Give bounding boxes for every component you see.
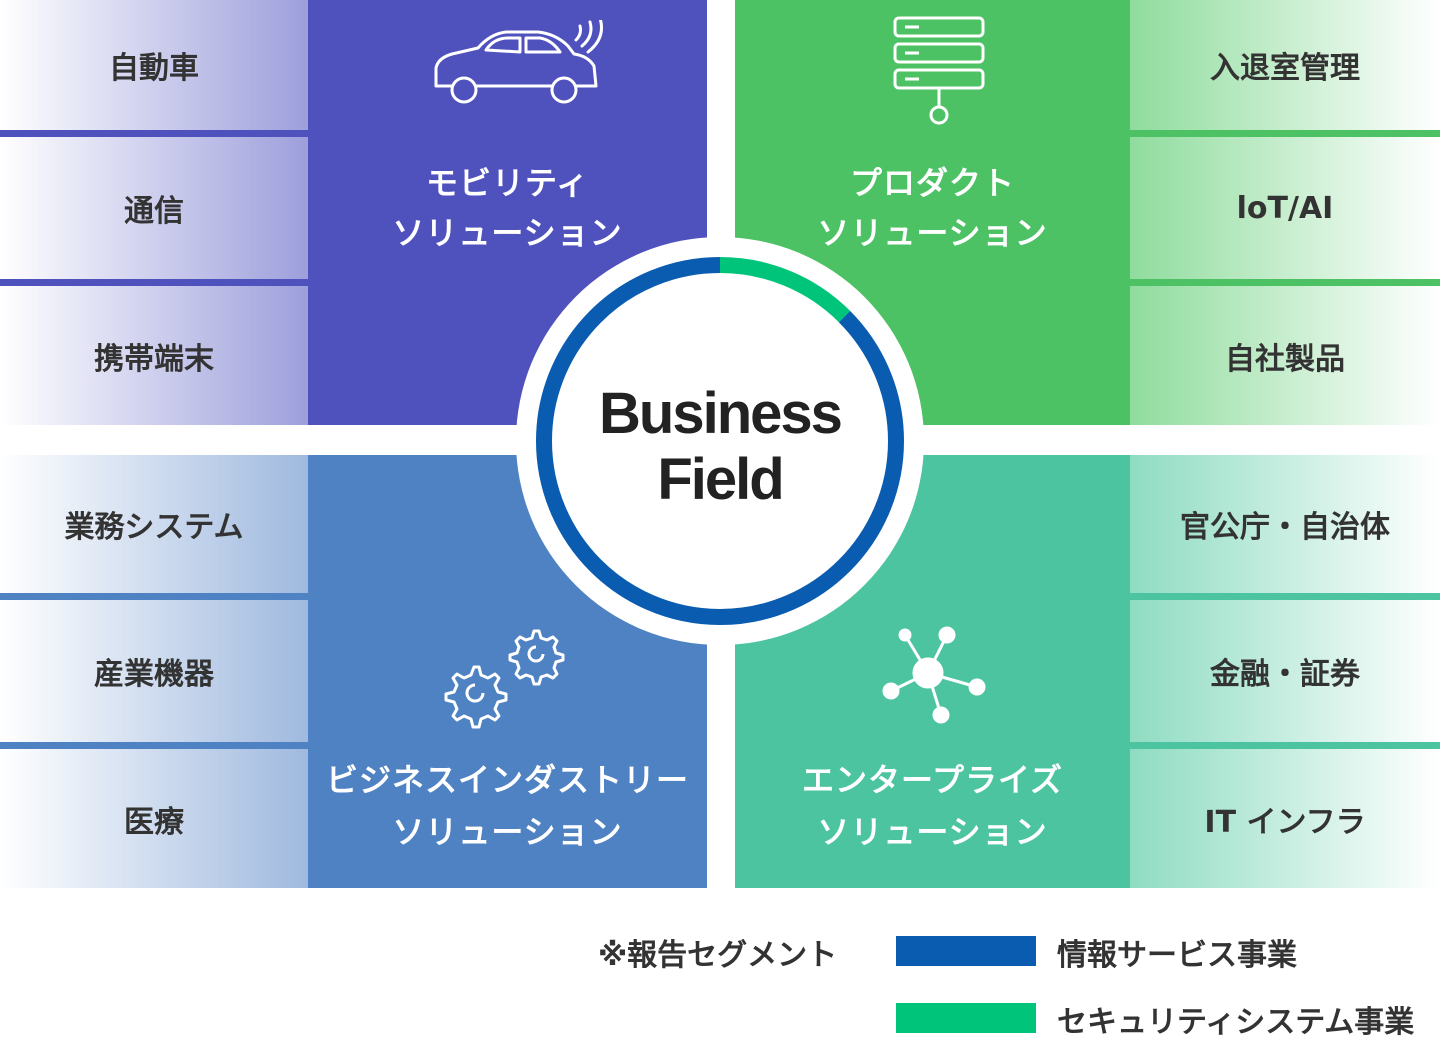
network-icon (882, 626, 986, 724)
industry-item-government: 官公庁・自治体 (1130, 455, 1440, 600)
industry-item-automobile: 自動車 (0, 0, 308, 137)
center-title-line2: Field (657, 447, 782, 512)
legend-label-info-service: 情報サービス事業 (1057, 938, 1297, 973)
legend-note: ※報告セグメント (598, 938, 838, 973)
center-title-line1: Business (599, 381, 841, 446)
business-field-ring: Business Field (516, 237, 924, 645)
industry-item-access-control: 入退室管理 (1130, 0, 1440, 137)
server-icon (893, 16, 985, 125)
legend-swatch-info-service (896, 936, 1036, 966)
industry-item-iot-ai: loT/AI (1130, 137, 1440, 286)
mobility-label-line1: モビリティ (425, 164, 590, 202)
mobility-label-line2: ソリューション (392, 214, 623, 252)
car-icon (434, 20, 603, 104)
legend-label-security: セキュリティシステム事業 (1057, 1005, 1415, 1040)
enterprise-label-line1: エンタープライズ (801, 761, 1064, 799)
business-industry-label-line1: ビジネスインダストリー (325, 761, 689, 799)
business-industry-solution-block: ビジネスインダストリー ソリューション (308, 455, 707, 888)
ring-segment-security (536, 257, 904, 625)
legend-swatch-security (896, 1003, 1036, 1033)
product-label-line1: プロダクト (849, 164, 1015, 202)
industry-item-own-products: 自社製品 (1130, 286, 1440, 425)
mobility-solution-block: モビリティ ソリューション (308, 0, 707, 425)
industry-item-industrial-equipment: 産業機器 (0, 600, 308, 749)
product-label-line2: ソリューション (817, 214, 1048, 252)
industry-item-mobile-device: 携帯端末 (0, 286, 308, 425)
business-industry-label-line2: ソリューション (392, 813, 623, 851)
industry-item-business-system: 業務システム (0, 455, 308, 600)
enterprise-label-line2: ソリューション (817, 813, 1048, 851)
industry-item-medical: 医療 (0, 749, 308, 888)
industry-item-finance: 金融・証券 (1130, 600, 1440, 749)
industry-item-it-infra: IT インフラ (1130, 749, 1440, 888)
gears-icon (444, 629, 565, 729)
industry-item-telecom: 通信 (0, 137, 308, 286)
